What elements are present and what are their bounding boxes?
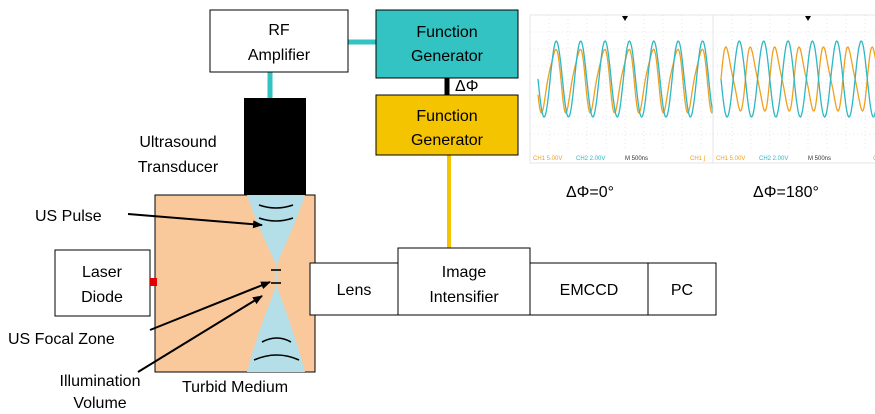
scope-caption-left: ΔΦ=0° xyxy=(566,184,614,201)
scope-trigger-marker xyxy=(622,16,628,21)
rf-amplifier-block: RF Amplifier xyxy=(209,9,349,73)
function-generator-bottom-label-1: Function xyxy=(416,108,477,125)
ultrasound-wavefronts xyxy=(253,204,300,361)
us-focal-zone-arrow xyxy=(149,281,271,331)
lens-label: Lens xyxy=(337,282,372,299)
scope-readout-ch1: CH1 5.00V xyxy=(533,156,562,162)
function-generator-bottom: Function Generator xyxy=(375,94,519,156)
scope-trace-orange xyxy=(720,45,875,112)
illumination-volume-label-1: Illumination xyxy=(60,373,141,390)
function-generator-top-label-2: Generator xyxy=(411,48,484,65)
scope-readout-trigger: CH1 ∫ xyxy=(690,155,706,162)
scope-trigger-marker xyxy=(805,16,811,21)
ultrasound-transducer-label-1: Ultrasound xyxy=(139,134,216,151)
oscilloscope-trace-left: CH1 5.00V CH2 2.00V M 500ns CH1 ∫ xyxy=(529,14,721,164)
lens-block: Lens xyxy=(309,262,399,316)
rf-amplifier-label-1: RF xyxy=(268,22,290,39)
scope-readout-ch2: CH2 2.00V xyxy=(576,156,605,162)
scope-screen-right xyxy=(712,14,875,164)
turbid-medium-label: Turbid Medium xyxy=(182,379,288,396)
pc-label: PC xyxy=(671,282,693,299)
illumination-volume-arrow xyxy=(137,295,263,373)
scope-trace-orange xyxy=(537,48,717,114)
delta-phi-label: ΔΦ xyxy=(455,78,478,95)
image-intensifier-block: Image Intensifier xyxy=(397,247,531,316)
scope-caption-right: ΔΦ=180° xyxy=(753,184,819,201)
scope-readout-ch1: CH1 5.00V xyxy=(716,156,745,162)
us-pulse-label: US Pulse xyxy=(35,208,102,225)
scope-trace-teal xyxy=(720,40,875,118)
oscilloscope-trace-right: CH1 5.00V CH2 2.00V M 500ns CH1 ∫ xyxy=(712,14,875,164)
pc-block: PC xyxy=(647,262,717,316)
function-generator-bottom-label-2: Generator xyxy=(411,132,484,149)
function-generator-top: Function Generator xyxy=(375,9,519,79)
scope-screen-left xyxy=(529,14,721,164)
scope-readout-time: M 500ns xyxy=(808,156,831,162)
image-intensifier-label-2: Intensifier xyxy=(429,289,499,306)
scope-readout-time: M 500ns xyxy=(625,156,648,162)
function-generator-top-label-1: Function xyxy=(416,24,477,41)
ultrasound-transducer xyxy=(244,98,306,195)
image-intensifier-label-1: Image xyxy=(442,264,487,281)
scope-trace-teal xyxy=(537,40,717,118)
ultrasound-beam xyxy=(247,195,305,372)
scope-readout-trigger: CH1 ∫ xyxy=(873,155,875,162)
us-focal-zone-label: US Focal Zone xyxy=(8,331,115,348)
laser-emitter-dot xyxy=(150,278,157,286)
scope-readout-ch2: CH2 2.00V xyxy=(759,156,788,162)
laser-diode-label-2: Diode xyxy=(81,289,123,306)
illumination-volume-label-2: Volume xyxy=(73,395,126,412)
rf-amplifier-label-2: Amplifier xyxy=(248,47,311,64)
emccd-block: EMCCD xyxy=(529,262,649,316)
laser-diode-label-1: Laser xyxy=(82,264,123,281)
emccd-label: EMCCD xyxy=(560,282,619,299)
us-pulse-arrow xyxy=(127,213,263,229)
ultrasound-transducer-label-2: Transducer xyxy=(138,159,219,176)
laser-diode-block: Laser Diode xyxy=(54,249,151,317)
